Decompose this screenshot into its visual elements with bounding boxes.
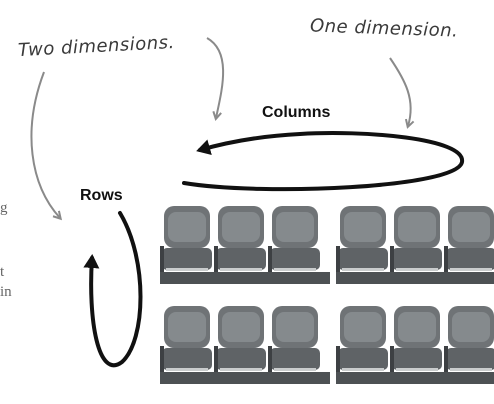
- theater-seat: [268, 306, 320, 372]
- theater-seat: [214, 306, 266, 372]
- theater-seat: [160, 206, 212, 272]
- columns-label: Columns: [262, 104, 331, 121]
- theater-seat: [444, 206, 494, 272]
- seat-block: [160, 306, 330, 384]
- seat-row-base: [160, 272, 330, 284]
- pointer-arrow-two-dimensions-left: [30, 71, 60, 218]
- columns-loop-arrow: [182, 131, 464, 192]
- theater-seat: [268, 206, 320, 272]
- theater-seat: [160, 306, 212, 372]
- seat-row-base: [336, 272, 494, 284]
- seat-block: [336, 206, 494, 284]
- theater-seat: [336, 206, 388, 272]
- theater-seat: [390, 206, 442, 272]
- seat-row-base: [336, 372, 494, 384]
- edge-text-fragment: t: [0, 264, 5, 280]
- theater-seat: [214, 206, 266, 272]
- theater-seat: [336, 306, 388, 372]
- seat-block: [336, 306, 494, 384]
- edge-text-fragment: in: [0, 284, 12, 300]
- theater-seating: [160, 206, 494, 384]
- edge-text-fragment: g: [0, 200, 8, 216]
- rows-loop-arrow: [83, 211, 143, 368]
- seat-block: [160, 206, 330, 284]
- pointer-arrow-two-dimensions-down: [206, 37, 225, 118]
- rows-label: Rows: [80, 187, 123, 204]
- pointer-arrow-one-dimension: [389, 57, 411, 126]
- seat-row-base: [160, 372, 330, 384]
- theater-seat: [444, 306, 494, 372]
- theater-seat: [390, 306, 442, 372]
